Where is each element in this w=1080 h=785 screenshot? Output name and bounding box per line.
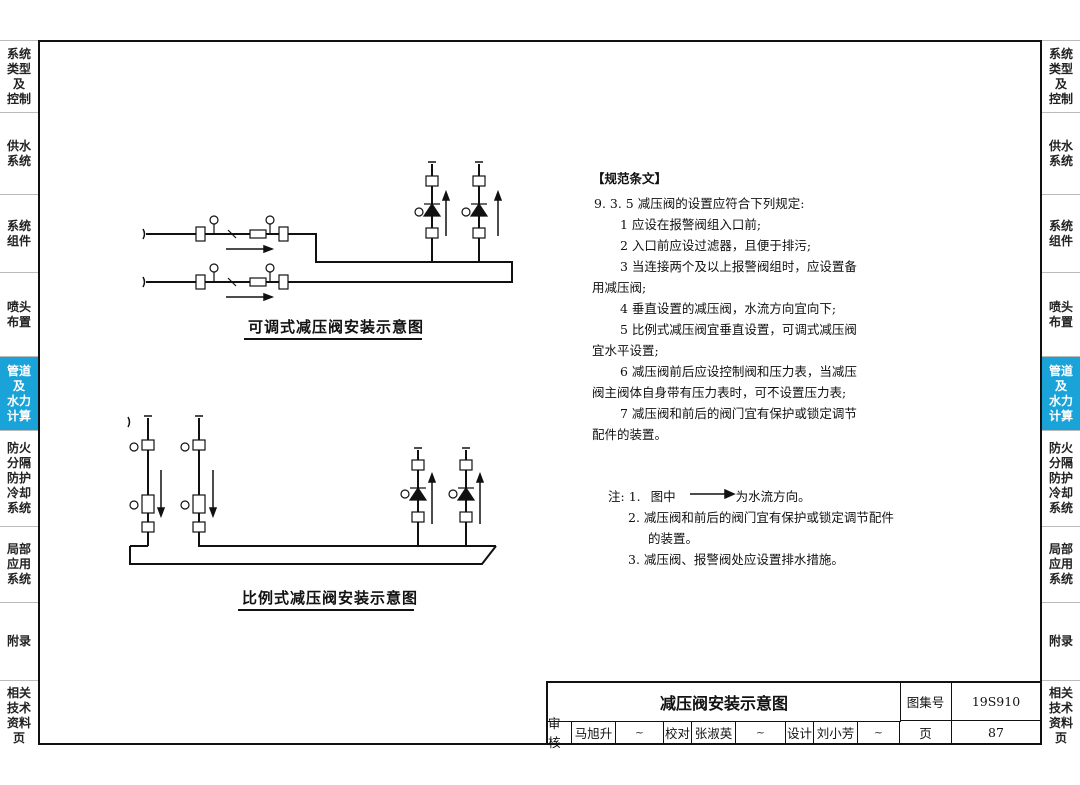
section-tab[interactable]: 局部 应用 系统 — [1042, 526, 1080, 602]
notes: 注: 1. 图中 为水流方向。 2. 减压阀和前后的阀门宜有保护或锁定调节配件 … — [608, 486, 894, 570]
section-tab[interactable]: 局部 应用 系统 — [0, 526, 38, 602]
page-label: 页 — [900, 721, 952, 743]
section-tab[interactable]: 防火 分隔 防护 冷却 系统 — [0, 430, 38, 526]
check-label: 校对 — [664, 721, 692, 743]
section-tab[interactable]: 附录 — [0, 602, 38, 680]
notes-prefix: 注: — [608, 489, 625, 504]
bottom-valves — [129, 439, 476, 533]
section-tab[interactable]: 管道 及 水力 计算 — [0, 356, 38, 430]
spec-clause-title: 9. 3. 5 减压阀的设置应符合下列规定: — [594, 196, 805, 211]
section-tab[interactable]: 系统 类型 及 控制 — [0, 40, 38, 112]
section-tab[interactable]: 喷头 布置 — [1042, 272, 1080, 356]
spec-line: 配件的装置。 — [592, 427, 668, 442]
section-tab[interactable]: 系统 组件 — [0, 194, 38, 272]
spec-line: 阀主阀体自身带有压力表时，可不设置压力表; — [592, 385, 847, 400]
caption-adjustable-prv: 可调式减压阀安装示意图 — [248, 318, 425, 336]
drawing-frame — [38, 40, 1042, 745]
note-row: 3. 减压阀、报警阀处应设置排水措施。 — [628, 552, 844, 567]
spec-clause-text: 【规范条文】 9. 3. 5 减压阀的设置应符合下列规定: 1 应设在报警阀组入… — [592, 168, 922, 445]
atlas-number: 19S910 — [952, 683, 1040, 721]
section-tab[interactable]: 供水 系统 — [1042, 112, 1080, 194]
spec-line: 用减压阀; — [592, 280, 647, 295]
top-pipe-fittings — [195, 215, 289, 290]
spec-line: 3 当连接两个及以上报警阀组时，应设置备 — [620, 259, 857, 274]
section-tab[interactable]: 相关 技术 资料 页 — [1042, 680, 1080, 750]
section-tab[interactable]: 附录 — [1042, 602, 1080, 680]
review-label: 审核 — [548, 716, 572, 750]
section-tab[interactable]: 相关 技术 资料 页 — [0, 680, 38, 750]
note-row: 的装置。 — [648, 531, 699, 546]
section-tab[interactable]: 系统 组件 — [1042, 194, 1080, 272]
spec-line: 2 入口前应设过滤器，且便于排污; — [620, 238, 812, 253]
spec-line: 7 减压阀和前后的阀门宜有保护或锁定调节 — [620, 406, 857, 421]
spec-heading: 【规范条文】 — [592, 171, 668, 186]
title-block: 减压阀安装示意图 图集号 19S910 审核 马旭升 ~ 校对 张淑英 ~ 设计… — [546, 681, 1040, 750]
checker-signature: ~ — [736, 721, 786, 743]
page-number: 87 — [988, 724, 1004, 740]
section-tab[interactable]: 喷头 布置 — [0, 272, 38, 356]
top-riser-valves — [414, 175, 489, 239]
section-tab[interactable]: 管道 及 水力 计算 — [1042, 356, 1080, 430]
spec-line: 1 应设在报警阀组入口前; — [620, 217, 762, 232]
designer-signature: ~ — [858, 721, 900, 743]
reviewer-signature: ~ — [616, 721, 664, 743]
design-label: 设计 — [786, 721, 814, 743]
caption-proportional-prv: 比例式减压阀安装示意图 — [242, 589, 419, 607]
spec-line: 6 减压阀前后应设控制阀和压力表，当减压 — [620, 364, 857, 379]
reviewer-name: 马旭升 — [572, 721, 616, 743]
section-tab[interactable]: 系统 类型 及 控制 — [1042, 40, 1080, 112]
flow-direction-arrow-icon — [690, 488, 736, 500]
note-row: 注: 1. 图中 为水流方向。 — [608, 489, 811, 504]
drawing-title: 减压阀安装示意图 — [548, 683, 901, 722]
spec-line: 5 比例式减压阀宜垂直设置，可调式减压阀 — [620, 322, 857, 337]
spec-line: 宜水平设置; — [592, 343, 659, 358]
atlas-label: 图集号 — [900, 683, 952, 721]
checker-name: 张淑英 — [692, 721, 736, 743]
section-tab[interactable]: 防火 分隔 防护 冷却 系统 — [1042, 430, 1080, 526]
spec-line: 4 垂直设置的减压阀，水流方向宜向下; — [620, 301, 837, 316]
note-row: 2. 减压阀和前后的阀门宜有保护或锁定调节配件 — [628, 510, 894, 525]
section-tab[interactable]: 供水 系统 — [0, 112, 38, 194]
designer-name: 刘小芳 — [814, 721, 858, 743]
